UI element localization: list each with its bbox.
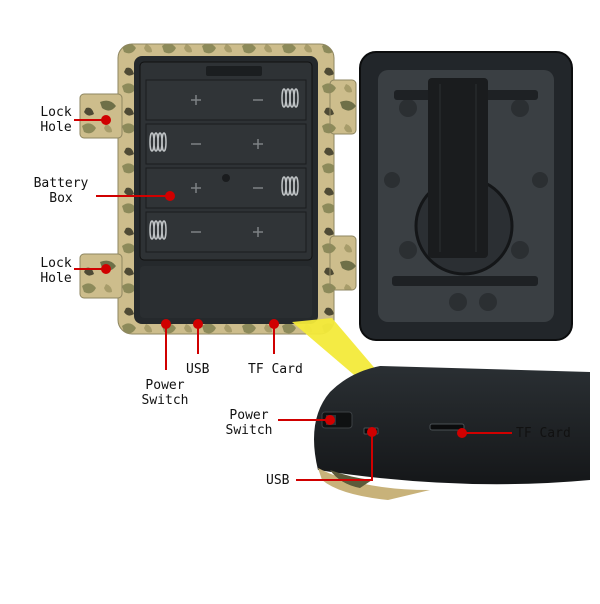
battery-spring-coil [293, 176, 299, 196]
battery-spring-coil [161, 220, 167, 240]
battery-spring-coil [293, 88, 299, 108]
battery-slot [145, 211, 307, 253]
battery-slot [145, 79, 307, 121]
label-usb-main: USB [186, 362, 210, 377]
right-door [359, 51, 573, 341]
annotation-markers [74, 115, 512, 481]
label-lock-hole-top: Lock Hole [40, 105, 72, 135]
battery-slot [145, 123, 307, 165]
battery-spring-coil [161, 132, 167, 152]
label-power-switch-zoom: Power Switch [225, 408, 273, 438]
zoom-inset [314, 366, 590, 500]
battery-compartment [134, 56, 318, 324]
label-tf-card-main: TF Card [248, 362, 303, 377]
label-power-switch-main: Power Switch [141, 378, 189, 408]
label-battery-box: Battery Box [33, 176, 89, 206]
label-tf-card-zoom: TF Card [516, 426, 571, 441]
label-usb-zoom: USB [266, 473, 290, 488]
label-lock-hole-bottom: Lock Hole [40, 256, 72, 286]
